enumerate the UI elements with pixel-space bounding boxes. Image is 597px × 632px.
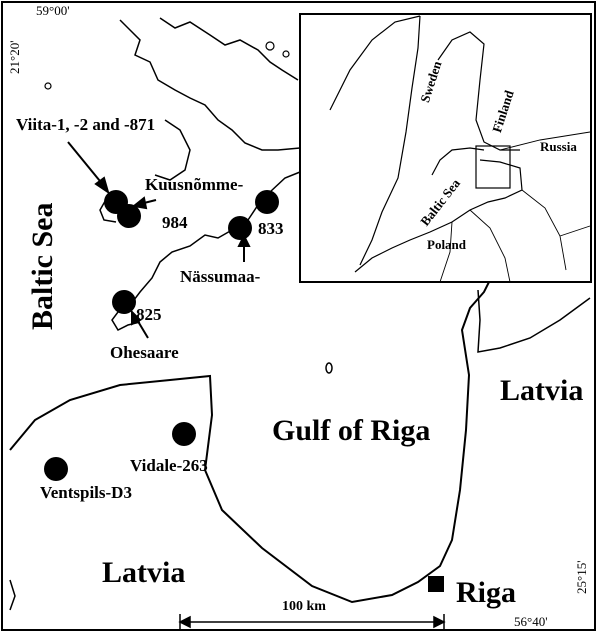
- coord-lon-left: 21°20': [7, 40, 22, 74]
- scale-bar: [178, 614, 446, 630]
- inset-label-russia: Russia: [540, 139, 577, 154]
- label-kuusnomme-1: Kuusnõmme-: [145, 175, 244, 194]
- label-latvia-south: Latvia: [102, 556, 186, 589]
- label-gulf-of-riga: Gulf of Riga: [272, 414, 431, 447]
- label-baltic-sea: Baltic Sea: [26, 202, 59, 331]
- inset-frame: [299, 13, 592, 283]
- label-riga: Riga: [456, 576, 516, 609]
- label-nassumaa-833: 833: [258, 219, 284, 238]
- site-dot-vidale: [172, 422, 196, 446]
- label-vidale: Vidale-263: [130, 456, 208, 475]
- coord-lat-bottom: 56°40': [514, 614, 548, 629]
- island: [282, 50, 290, 58]
- inset-label-poland: Poland: [427, 237, 467, 252]
- coastline-east: [477, 289, 591, 353]
- site-dot-nassumaa-833: [255, 190, 279, 214]
- coastline-latvia: [9, 279, 491, 604]
- inset-scandinavia-coast: [329, 15, 520, 266]
- site-dot-kuusnomme: [117, 204, 141, 228]
- island: [265, 41, 275, 51]
- island: [325, 362, 333, 374]
- site-dot-ventspils: [44, 457, 68, 481]
- label-ohesaare-825: 825: [136, 305, 162, 324]
- inset-map: [299, 13, 592, 283]
- label-viita: Viita-1, -2 and -871: [16, 115, 156, 134]
- site-dot-ohesaare: [112, 290, 136, 314]
- site-dot-nassumaa-825: [228, 216, 252, 240]
- scale-label: 100 km: [282, 599, 326, 614]
- inset-study-area: [475, 145, 511, 189]
- riga-marker: [428, 576, 444, 592]
- label-nassumaa: Nässumaa-: [180, 267, 261, 286]
- inset-borders: [439, 131, 591, 283]
- label-ohesaare: Ohesaare: [110, 343, 179, 362]
- island: [44, 82, 52, 90]
- coastline-southwest: [9, 579, 16, 611]
- label-kuusnomme-2: 984: [162, 213, 188, 232]
- coord-lat-top: 59°00': [36, 3, 70, 18]
- coord-lon-right: 25°15': [574, 560, 589, 594]
- label-latvia-east: Latvia: [500, 374, 584, 407]
- label-ventspils: Ventspils-D3: [40, 483, 132, 502]
- site-arrows: [67, 141, 251, 339]
- coastline-west-islands: [154, 17, 299, 181]
